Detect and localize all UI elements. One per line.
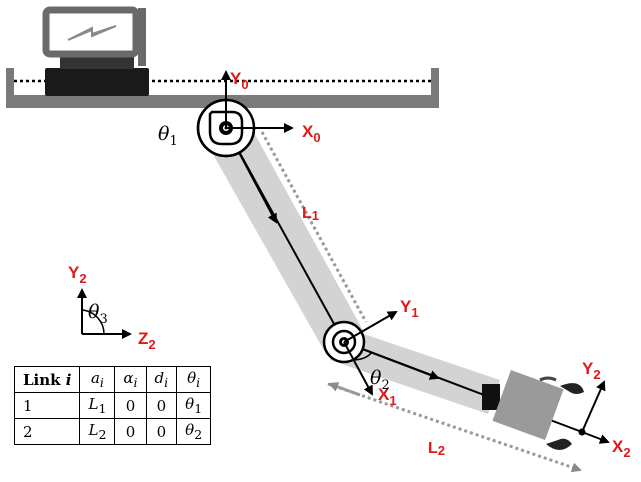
frame-x1-label: X1 — [378, 385, 397, 408]
frame-2-legend: Y2 Z2 θ3 — [68, 263, 156, 352]
cell-link: 1 — [13, 392, 81, 419]
cell-d: 0 — [145, 392, 178, 419]
frame-z2-legend-label: Z2 — [138, 329, 156, 352]
table-row: 1 L1 0 0 θ1 — [13, 392, 212, 419]
table-header-row: Link i ai αi di θi — [13, 366, 212, 393]
cell-a: L1 — [79, 392, 116, 419]
cell-theta: θ2 — [176, 418, 212, 445]
header-d: di — [145, 366, 178, 393]
angle-theta1-label: θ1 — [158, 123, 178, 149]
cell-link: 2 — [13, 418, 81, 445]
cell-alpha: 0 — [114, 392, 147, 419]
cell-alpha: 0 — [114, 418, 147, 445]
angle-theta2-arc — [351, 351, 373, 361]
axis-y2-tool — [581, 380, 606, 433]
header-link: Link i — [13, 366, 81, 393]
cell-a: L2 — [79, 418, 116, 445]
cell-d: 0 — [145, 418, 178, 445]
frame-y1-label: Y1 — [400, 297, 419, 320]
axis-x1 — [343, 341, 373, 396]
gripper-icon — [482, 370, 584, 450]
frame-x2-tool-label: X2 — [612, 437, 631, 460]
header-theta: θi — [176, 366, 212, 393]
length-l1-indicator: L1 — [260, 131, 368, 323]
length-l1-label: L1 — [302, 205, 319, 223]
frame-y2-tool-label: Y2 — [582, 359, 601, 382]
header-alpha: αi — [114, 366, 147, 393]
battery-icon — [42, 6, 149, 96]
header-a: ai — [79, 366, 116, 393]
frame-y2-legend-label: Y2 — [68, 263, 87, 286]
cell-theta: θ1 — [176, 392, 212, 419]
frame-x0-label: X0 — [302, 122, 321, 145]
axis-y1 — [343, 311, 398, 343]
axis-x2-tool — [581, 431, 610, 444]
angle-theta2-label: θ2 — [370, 367, 390, 393]
dh-parameter-table: Link i ai αi di θi 1 L1 0 0 θ1 2 L2 0 0 … — [13, 366, 212, 445]
length-l2-indicator: L2 — [327, 382, 582, 473]
table-row: 2 L2 0 0 θ2 — [13, 418, 212, 445]
angle-theta3-label: θ3 — [88, 301, 108, 327]
frame-y0-label: Y0 — [230, 69, 249, 92]
length-l2-label: L2 — [428, 440, 445, 458]
